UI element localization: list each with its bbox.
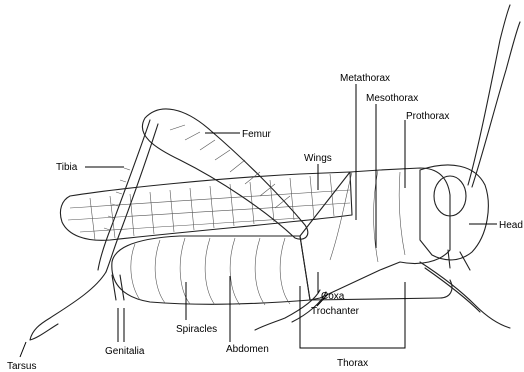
antenna: [472, 22, 520, 187]
hind-tibia: [98, 120, 158, 272]
antenna: [468, 5, 510, 185]
leader-tarsus: [20, 342, 26, 357]
label-wings: Wings: [304, 153, 332, 164]
label-femur: Femur: [242, 129, 272, 140]
label-tarsus: Tarsus: [7, 361, 36, 372]
label-abdomen: Abdomen: [226, 344, 269, 355]
wing: [60, 172, 352, 240]
label-prothorax: Prothorax: [406, 111, 449, 122]
label-head: Head: [499, 220, 523, 231]
abdomen-body: [112, 236, 310, 305]
leader-genitalia: [118, 308, 124, 342]
label-tibia: Tibia: [56, 162, 78, 173]
label-genitalia: Genitalia: [105, 346, 145, 357]
hind-femur: [142, 109, 307, 239]
label-coxa: Coxa: [321, 291, 345, 302]
front-leg: [425, 268, 480, 312]
label-spiracles: Spiracles: [176, 324, 217, 335]
front-leg: [420, 262, 510, 328]
label-mesothorax: Mesothorax: [366, 93, 418, 104]
label-metathorax: Metathorax: [340, 73, 390, 84]
hind-tarsus: [30, 272, 106, 340]
head: [420, 165, 488, 270]
label-thorax: Thorax: [337, 358, 368, 369]
label-trochanter: Trochanter: [311, 306, 360, 317]
